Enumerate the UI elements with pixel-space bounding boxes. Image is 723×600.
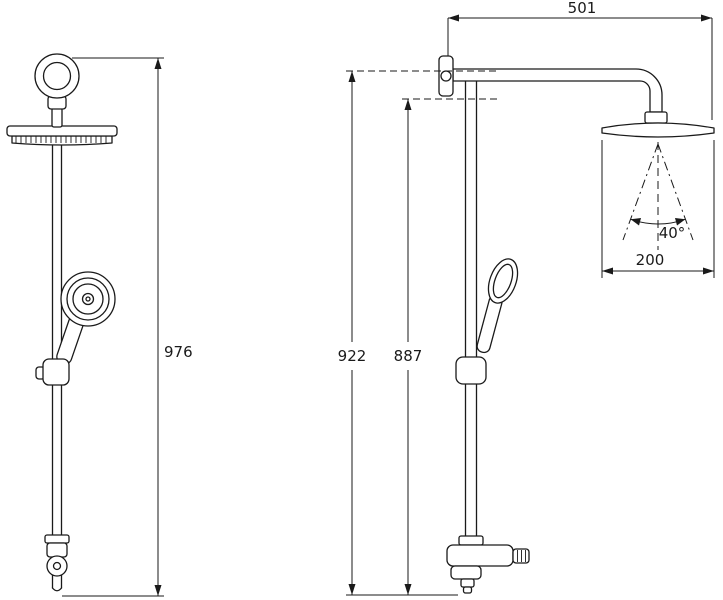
spray-line-left bbox=[622, 143, 659, 241]
front-slider-holder bbox=[35, 358, 70, 386]
dimensions: 976 501 922 887 bbox=[62, 0, 715, 597]
spray-angle-annotation: 40° bbox=[622, 142, 694, 250]
arrow-left-icon bbox=[602, 267, 613, 275]
front-rain-head bbox=[6, 125, 118, 146]
arrow-down-icon bbox=[404, 584, 412, 595]
dim-label-top-projection: 501 bbox=[568, 0, 597, 17]
dim-label-head-width: 200 bbox=[636, 251, 665, 269]
dim-side-rail-height: 887 bbox=[346, 98, 497, 596]
dim-top-projection: 501 bbox=[447, 0, 713, 120]
side-diverter-knob-grip bbox=[517, 550, 526, 562]
side-head-nut bbox=[644, 111, 668, 124]
dim-head-width: 200 bbox=[601, 140, 715, 278]
side-wall-flange bbox=[438, 55, 454, 97]
front-wall-flange bbox=[34, 53, 80, 99]
side-outlet bbox=[460, 578, 475, 588]
arc-arrow-right-icon bbox=[675, 218, 686, 226]
spray-line-right bbox=[657, 143, 694, 241]
front-head-nozzle-hatch bbox=[15, 136, 107, 143]
side-hand-shower-head bbox=[487, 258, 519, 304]
arrow-right-icon bbox=[701, 14, 712, 22]
dim-label-front-height: 976 bbox=[164, 343, 193, 361]
arrow-up-icon bbox=[154, 58, 162, 69]
arrow-down-icon bbox=[154, 585, 162, 596]
arrow-down-icon bbox=[348, 584, 356, 595]
front-hand-shower-head bbox=[60, 271, 116, 327]
dim-front-height: 976 bbox=[62, 57, 193, 597]
arrow-left-icon bbox=[448, 14, 459, 22]
arrow-up-icon bbox=[404, 99, 412, 110]
front-head-spray-face bbox=[11, 135, 113, 146]
front-view bbox=[6, 53, 118, 592]
dim-label-side-overall-height: 922 bbox=[338, 347, 367, 365]
arc-arrow-left-icon bbox=[630, 218, 641, 226]
dim-side-overall-height: 922 bbox=[338, 70, 497, 595]
dim-label-side-rail-height: 887 bbox=[394, 347, 423, 365]
front-diverter bbox=[44, 534, 70, 577]
side-hand-shower bbox=[476, 258, 519, 354]
side-rail bbox=[464, 80, 478, 549]
side-diverter-knob bbox=[512, 548, 530, 564]
arrow-up-icon bbox=[348, 71, 356, 82]
side-diverter-body bbox=[446, 544, 514, 567]
arrow-right-icon bbox=[703, 267, 714, 275]
front-rail-end-cap bbox=[51, 587, 63, 592]
front-head-plate bbox=[6, 125, 118, 137]
side-slider-holder bbox=[455, 356, 487, 385]
front-diverter-knob bbox=[46, 555, 68, 577]
side-view bbox=[438, 55, 715, 594]
side-rain-head bbox=[601, 122, 715, 138]
dim-label-spray-angle: 40° bbox=[659, 224, 686, 242]
side-diverter bbox=[446, 535, 530, 594]
side-shower-arm bbox=[452, 68, 663, 113]
